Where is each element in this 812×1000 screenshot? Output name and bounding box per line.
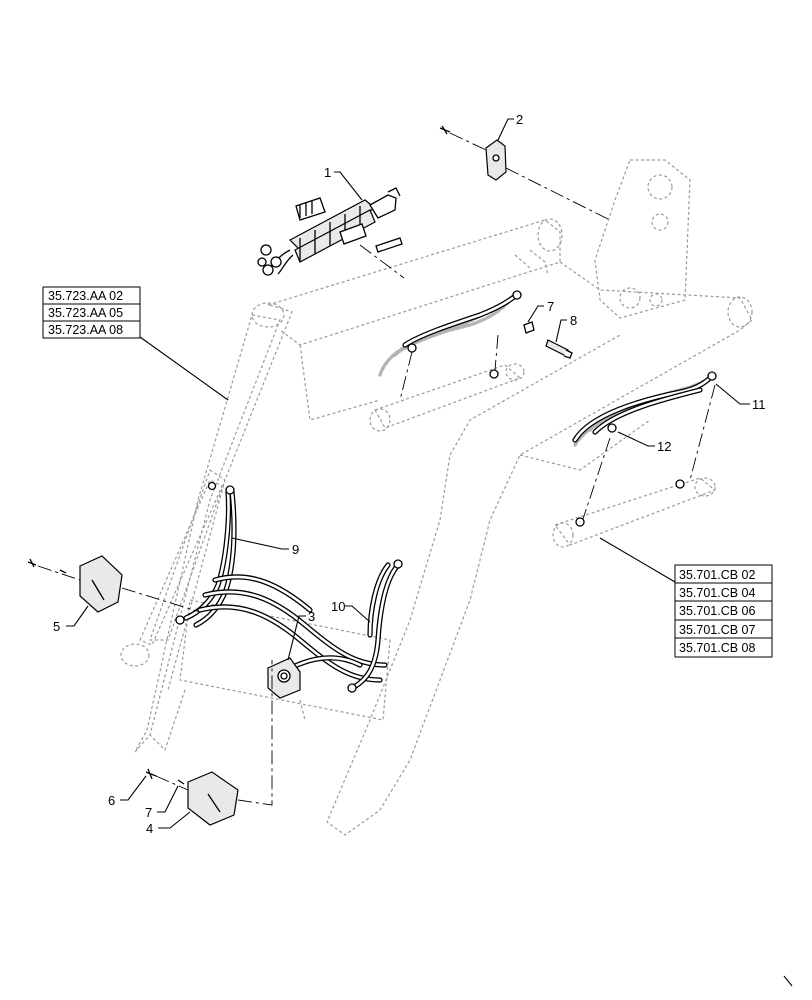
leader-lines [66,118,750,829]
ref-35-723-aa-02[interactable]: 35.723.AA 02 [48,289,123,303]
callout-labels: 1 2 3 4 5 6 7 7 8 9 10 11 12 [53,112,766,836]
reference-box-cylinders: 35.701.CB 02 35.701.CB 04 35.701.CB 06 3… [674,564,773,658]
hose-9-part [175,481,237,628]
callout-2: 2 [516,112,523,127]
ref-35-701-cb-06[interactable]: 35.701.CB 06 [679,604,755,618]
callout-11: 11 [752,397,766,412]
ref-35-701-cb-02[interactable]: 35.701.CB 02 [679,568,755,582]
ref-35-701-cb-04[interactable]: 35.701.CB 04 [679,586,755,600]
shield-4-part [145,660,273,826]
hose-3-10-part [197,559,403,699]
callout-12: 12 [657,439,671,454]
callout-5: 5 [53,619,60,634]
callout-10: 10 [331,599,345,614]
callout-8: 8 [570,313,577,328]
ref-35-723-aa-08[interactable]: 35.723.AA 08 [48,323,123,337]
ref-35-701-cb-08[interactable]: 35.701.CB 08 [679,641,755,655]
callout-4: 4 [146,821,153,836]
callout-6: 6 [108,793,115,808]
callout-7-upper: 7 [547,299,554,314]
callout-9: 9 [292,542,299,557]
ref-35-723-aa-05[interactable]: 35.723.AA 05 [48,306,123,320]
right-hose-fittings [572,371,717,527]
ref-35-701-cb-07[interactable]: 35.701.CB 07 [679,623,755,637]
clamp-bracket-part [439,125,611,221]
shield-5-part [27,555,201,613]
callout-1: 1 [324,165,331,180]
callout-7-lower: 7 [145,805,152,820]
upper-hose-fittings [399,290,573,401]
harness-block-part [257,187,405,279]
reference-box-loader-frame: 35.723.AA 02 35.723.AA 05 35.723.AA 08 [42,286,141,339]
loader-frame-ghost [120,159,753,836]
callout-3: 3 [308,609,315,624]
corner-mark [783,975,793,987]
